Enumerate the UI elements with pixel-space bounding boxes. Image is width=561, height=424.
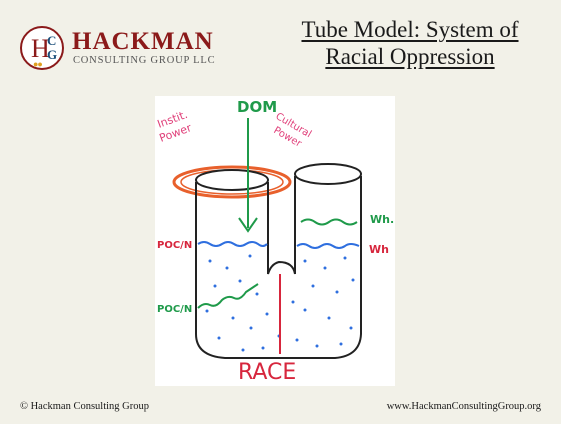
label-poc-lower: POC/N [157, 304, 192, 315]
logo-name: HACKMAN [72, 28, 214, 56]
left-tube-opening [196, 170, 268, 190]
label-poc-upper: POC/N [157, 240, 192, 251]
label-wh-lower: Wh [369, 243, 389, 256]
hackman-logo: H C G ●● HACKMAN CONSULTING GROUP LLC [20, 26, 260, 76]
tube-model-svg: DOM Instit. Power Cultural Power Wh. [155, 96, 395, 386]
tube-model-diagram: DOM Instit. Power Cultural Power Wh. [155, 96, 395, 386]
logo-subtitle: CONSULTING GROUP LLC [73, 55, 215, 66]
slide-title: Tube Model: System of Racial Oppression [270, 16, 550, 70]
wh-upper-line [301, 220, 357, 225]
footer-website[interactable]: www.HackmanConsultingGroup.org [387, 401, 541, 412]
label-wh-upper: Wh. [370, 213, 394, 226]
slide-header: H C G ●● HACKMAN CONSULTING GROUP LLC Tu… [0, 0, 561, 88]
slide-title-line-2: Racial Oppression [270, 43, 550, 70]
logo-dots: ●● [33, 59, 42, 69]
poc-lower-line [198, 284, 258, 308]
u-tube-outline [196, 176, 361, 358]
orange-power-halo [174, 167, 290, 197]
slide-title-line-1: Tube Model: System of [270, 16, 550, 43]
water-line-right [297, 244, 359, 248]
footer-copyright: © Hackman Consulting Group [20, 401, 149, 412]
label-dom: DOM [237, 98, 277, 116]
label-race: RACE [238, 360, 296, 385]
water-line-left [198, 242, 267, 246]
right-tube-opening [295, 164, 361, 184]
logo-mark: H C G ●● [20, 26, 64, 70]
logo-mark-g: G [47, 47, 57, 63]
